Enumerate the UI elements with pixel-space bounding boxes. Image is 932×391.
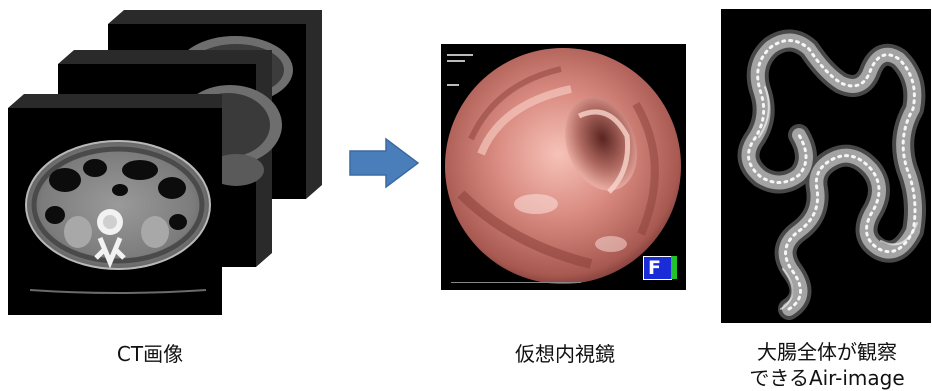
caption-air-image-line1: 大腸全体が観察 xyxy=(727,340,927,364)
view-direction-badge: F xyxy=(643,256,672,280)
arrow-shape xyxy=(350,139,418,187)
ct-slices-graphic xyxy=(0,0,330,320)
caption-virtual-endoscopy: 仮想内視鏡 xyxy=(495,342,635,366)
air-image-panel xyxy=(721,9,931,323)
caption-ct-image: CT画像 xyxy=(100,342,200,366)
badge-green-bar xyxy=(671,256,677,279)
badge-letter: F xyxy=(648,257,661,279)
ct-slice-stack xyxy=(0,0,330,320)
caption-air-image-line2: できるAir-image xyxy=(727,366,927,390)
ct-slice-front xyxy=(8,94,222,315)
virtual-endoscopy-panel: F xyxy=(441,44,686,290)
endoscopy-graphic xyxy=(441,44,686,290)
endoscopy-view xyxy=(445,48,681,284)
right-arrow-icon xyxy=(348,137,420,189)
colon-graphic xyxy=(721,9,931,323)
